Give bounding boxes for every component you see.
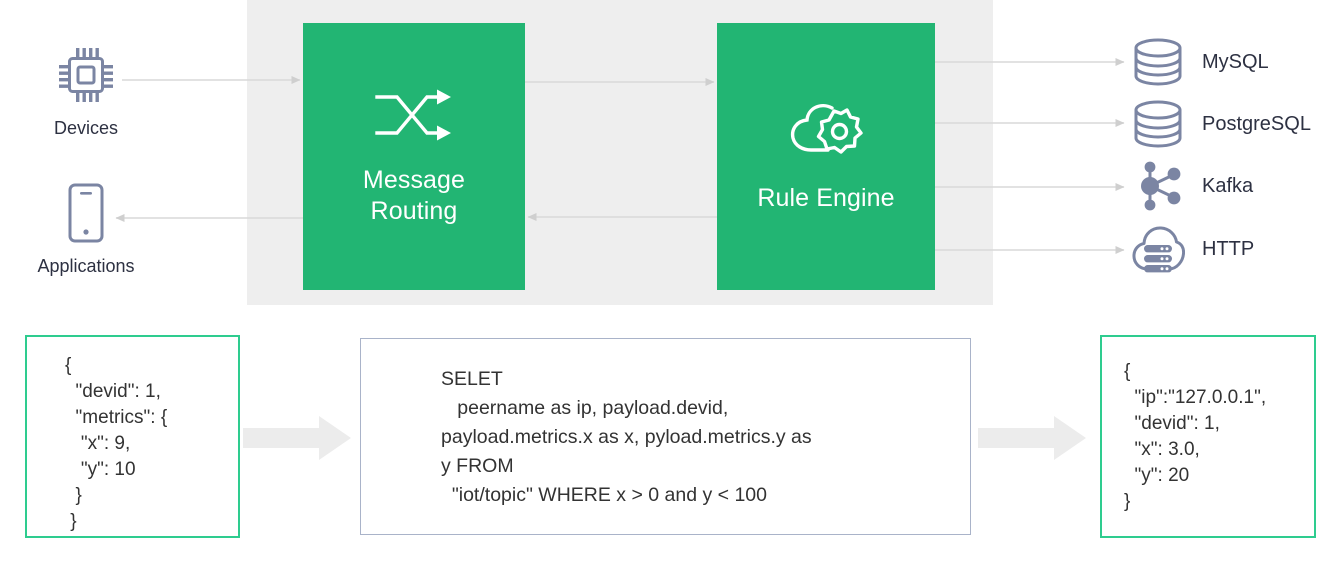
process-box-rule-engine[interactable]: Rule Engine xyxy=(717,23,935,290)
output-payload-text: { "ip":"127.0.0.1", "devid": 1, "x": 3.0… xyxy=(1124,361,1267,512)
smartphone-icon xyxy=(66,182,106,244)
shuffle-routing-icon xyxy=(375,87,453,143)
sql-rule-text: SELET peername as ip, payload.devid, pay… xyxy=(441,368,812,506)
process-label-rule-engine: Rule Engine xyxy=(757,184,895,212)
block-arrow-input-to-sql xyxy=(243,412,353,464)
sink-node-mysql: MySQL xyxy=(1130,36,1269,88)
source-node-applications: Applications xyxy=(22,182,150,277)
sink-label-mysql: MySQL xyxy=(1202,50,1269,73)
source-node-devices: Devices xyxy=(22,44,150,139)
code-box-output-payload[interactable]: { "ip":"127.0.0.1", "devid": 1, "x": 3.0… xyxy=(1100,335,1316,538)
sink-label-postgresql: PostgreSQL xyxy=(1202,112,1311,135)
sink-node-kafka: Kafka xyxy=(1130,160,1253,212)
node-graph-icon xyxy=(1130,160,1186,212)
block-arrow-sql-to-output xyxy=(978,412,1088,464)
code-box-sql-rule[interactable]: SELET peername as ip, payload.devid, pay… xyxy=(360,338,971,535)
label-line-1: Message xyxy=(362,165,466,194)
input-payload-text: { "devid": 1, "metrics": { "x": 9, "y": … xyxy=(65,355,168,532)
sink-label-http: HTTP xyxy=(1202,237,1255,260)
database-cylinder-icon xyxy=(1130,36,1186,88)
label-line-2: Routing xyxy=(370,196,458,225)
code-box-input-payload[interactable]: { "devid": 1, "metrics": { "x": 9, "y": … xyxy=(25,335,240,538)
source-label-applications: Applications xyxy=(37,256,135,276)
source-label-devices: Devices xyxy=(53,118,119,138)
sink-node-http: HTTP xyxy=(1130,223,1254,275)
database-cylinder-icon xyxy=(1130,98,1186,150)
cloud-server-icon xyxy=(1130,223,1186,275)
sink-node-postgresql: PostgreSQL xyxy=(1130,98,1311,150)
cloud-gear-icon xyxy=(788,99,864,161)
sink-label-kafka: Kafka xyxy=(1202,174,1254,197)
microchip-icon xyxy=(55,44,117,106)
